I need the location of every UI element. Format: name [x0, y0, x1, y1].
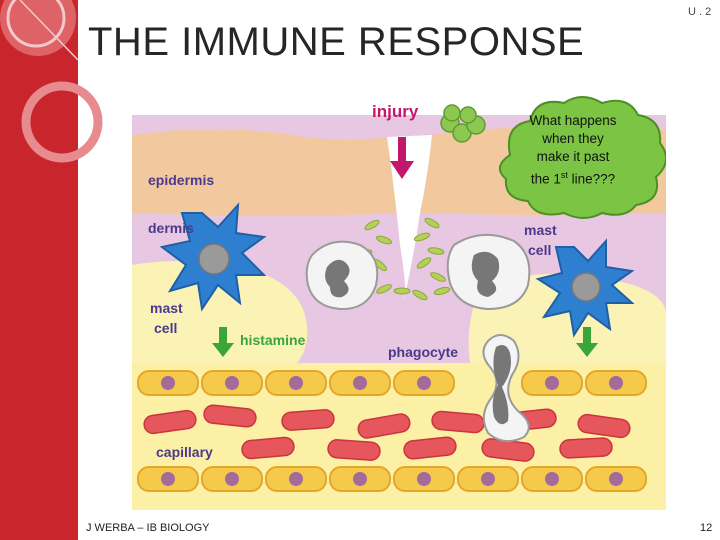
callout-line-4-sup: st [560, 170, 568, 180]
mast-cell-left-label-line2: cell [154, 320, 177, 336]
capillary-cell-nuclei [161, 376, 623, 486]
phagocyte-label: phagocyte [388, 344, 458, 360]
callout-line-4-pre: the 1 [530, 171, 561, 187]
bacteria-cluster [440, 104, 486, 143]
epidermis-label: epidermis [148, 172, 214, 188]
callout-line-3: make it past [536, 149, 610, 164]
mast-cell-right-label-line2: cell [528, 242, 551, 258]
unit-label: U . 2 [688, 6, 712, 18]
mast-cell-left-label-line1: mast [150, 300, 183, 316]
phagocyte-left [305, 240, 379, 311]
histamine-arrow-right [576, 327, 598, 357]
footer-credit: J WERBA – IB BIOLOGY [86, 522, 210, 534]
histamine-arrow-left [212, 327, 234, 357]
mast-cell-right-label-line1: mast [524, 222, 557, 238]
injury-label: injury [372, 102, 419, 121]
histamine-label: histamine [240, 332, 306, 348]
mast-cell-left [159, 202, 267, 312]
immune-response-diagram: injury epidermis dermis mast cell histam… [132, 96, 666, 510]
callout-cloud [499, 96, 666, 219]
callout-line-1: What happens [529, 113, 617, 128]
page-number: 12 [700, 522, 713, 534]
slide-title: THE IMMUNE RESPONSE [88, 20, 585, 64]
callout-line-4-post: line??? [567, 171, 616, 187]
mast-cell-right [535, 238, 635, 338]
phagocyte-squeezing [482, 334, 530, 443]
red-blood-cells [143, 404, 631, 462]
callout-text: What happens when they make it past the … [508, 112, 638, 189]
injury-arrow [390, 137, 414, 179]
callout-line-4: the 1st line??? [508, 166, 638, 189]
callout-line-2: when they [542, 131, 604, 146]
decorative-circles [0, 0, 103, 163]
wound-gap [387, 135, 432, 300]
capillary-label: capillary [156, 444, 213, 460]
phagocyte-right [446, 233, 531, 311]
dermis-label: dermis [148, 220, 194, 236]
